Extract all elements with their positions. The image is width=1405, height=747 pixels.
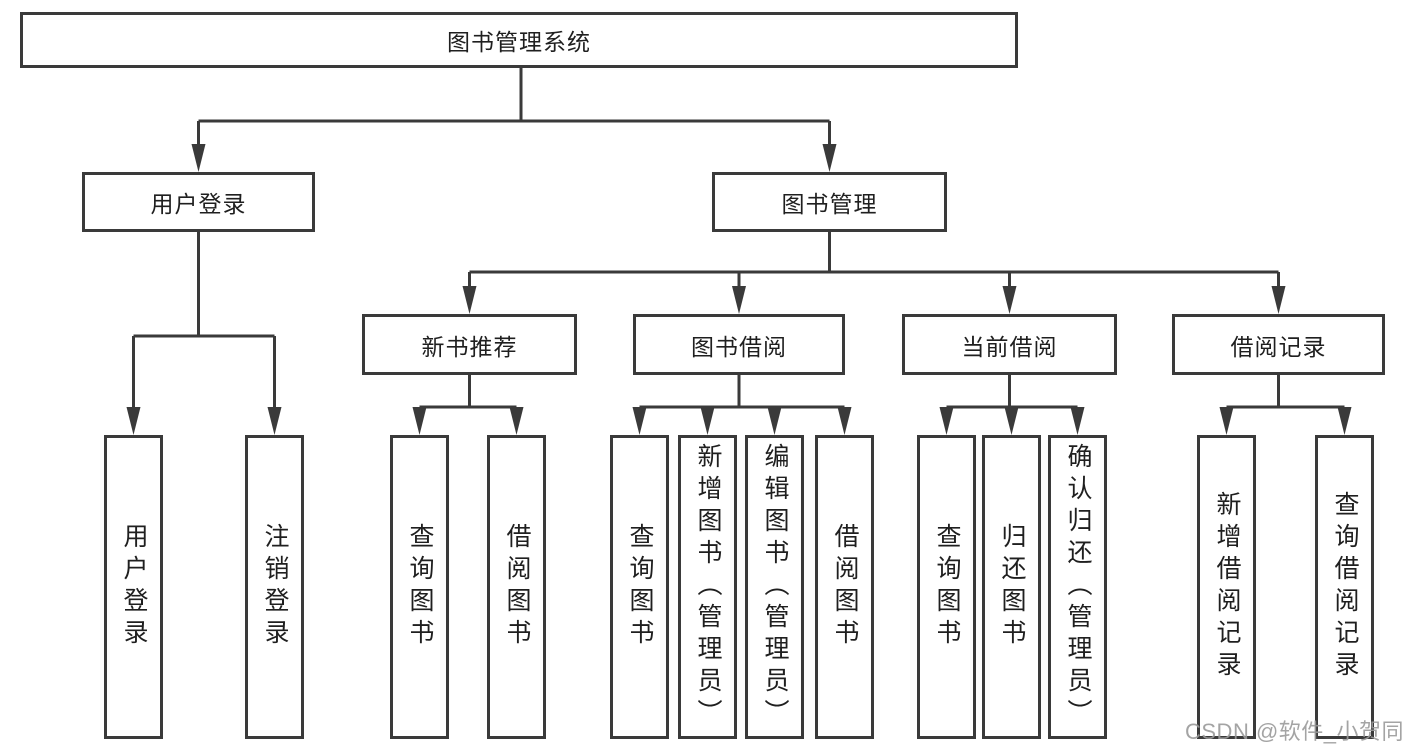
node-leaf-query-borrow-record: 查询借阅记录: [1315, 435, 1374, 739]
node-leaf-add-books-admin: 新增图书（管理员）: [678, 435, 737, 739]
connector-book-management-to-sections: [462, 232, 1286, 314]
node-leaf-query-books-current: 查询图书: [917, 435, 976, 739]
node-leaf-borrow-books-borrowing: 借阅图书: [815, 435, 874, 739]
connector-current-borrowing-to-leaves: [939, 375, 1085, 435]
connector-user-login-to-leaves: [126, 232, 282, 435]
connector-root-to-branches: [191, 66, 837, 172]
node-leaf-return-books: 归还图书: [982, 435, 1041, 739]
node-leaf-confirm-return-admin: 确认归还（管理员）: [1048, 435, 1107, 739]
node-borrowing-records: 借阅记录: [1172, 314, 1385, 375]
connector-new-book-recommend-to-leaves: [412, 375, 524, 435]
node-leaf-query-books-recommend: 查询图书: [390, 435, 449, 739]
node-user-login-branch: 用户登录: [82, 172, 315, 232]
node-leaf-borrow-books-recommend: 借阅图书: [487, 435, 546, 739]
node-leaf-logout: 注销登录: [245, 435, 304, 739]
node-leaf-user-login: 用户登录: [104, 435, 163, 739]
connector-book-borrowing-to-leaves: [632, 375, 852, 435]
node-book-management-branch: 图书管理: [712, 172, 947, 232]
node-leaf-edit-books-admin: 编辑图书（管理员）: [745, 435, 804, 739]
node-current-borrowing: 当前借阅: [902, 314, 1117, 375]
node-new-book-recommend: 新书推荐: [362, 314, 577, 375]
node-root-system: 图书管理系统: [20, 12, 1018, 68]
csdn-watermark: CSDN @软件_小贺同学: [1185, 719, 1405, 744]
node-book-borrowing: 图书借阅: [633, 314, 845, 375]
connector-borrowing-records-to-leaves: [1219, 375, 1352, 435]
node-leaf-add-borrow-record: 新增借阅记录: [1197, 435, 1256, 739]
node-leaf-query-books-borrowing: 查询图书: [610, 435, 669, 739]
